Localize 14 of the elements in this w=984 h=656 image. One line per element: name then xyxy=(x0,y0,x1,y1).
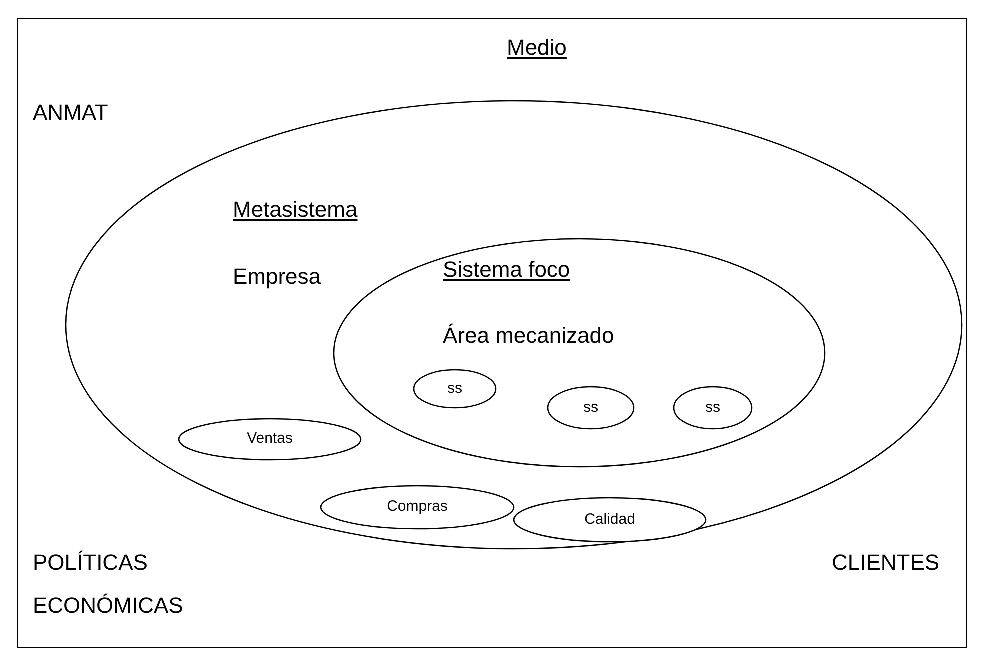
subsystem-label: ss xyxy=(706,398,720,418)
subsystem-label: Compras xyxy=(387,497,448,518)
system-label: Empresa xyxy=(233,263,322,291)
subsystem-label: ss xyxy=(448,378,462,399)
system-label: CLIENTES xyxy=(832,549,940,577)
system-heading: Metasistema xyxy=(233,196,358,224)
system-label: POLÍTICAS ECONÓMICAS xyxy=(33,549,184,620)
system-label: ANMAT xyxy=(33,99,108,127)
system-heading: Medio xyxy=(507,34,567,62)
subsystem-label: Ventas xyxy=(247,429,293,450)
system-label: Área mecanizado xyxy=(443,322,614,350)
system-heading: Sistema foco xyxy=(443,256,570,284)
subsystem-label: Calidad xyxy=(584,510,636,530)
subsystem-label: ss xyxy=(584,398,598,418)
